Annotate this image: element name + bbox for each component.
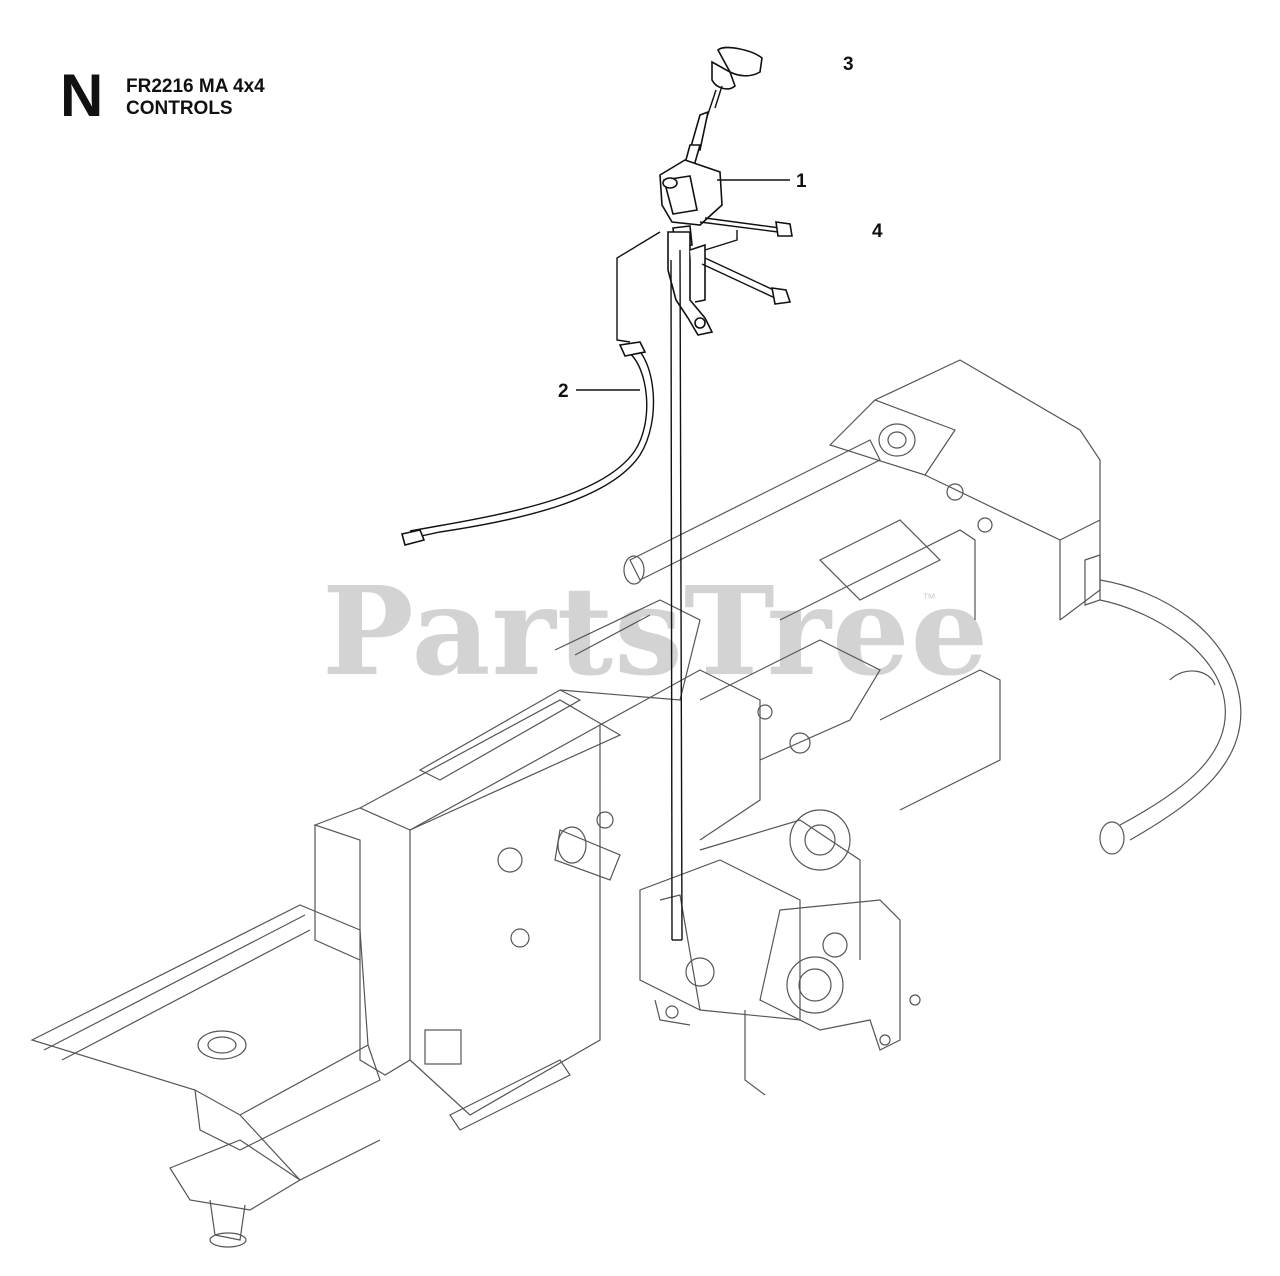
callout-2: 2 bbox=[558, 381, 569, 402]
knob-part-3 bbox=[705, 46, 763, 121]
screws-part-4 bbox=[699, 217, 793, 305]
callout-1: 1 bbox=[796, 171, 807, 192]
callout-3: 3 bbox=[843, 54, 854, 75]
section-letter: N bbox=[60, 62, 104, 129]
watermark-trademark: ™ bbox=[922, 590, 936, 606]
chassis-frame bbox=[30, 359, 1242, 1248]
section-title: CONTROLS bbox=[126, 98, 233, 119]
model-title: FR2216 MA 4x4 bbox=[126, 76, 265, 97]
watermark: PartsTree bbox=[322, 559, 990, 703]
reference-lines bbox=[576, 179, 790, 391]
control-rod bbox=[670, 249, 683, 941]
lever-assembly-part-1 bbox=[659, 110, 723, 336]
cable-part-2 bbox=[401, 341, 655, 546]
callout-4: 4 bbox=[872, 221, 883, 242]
